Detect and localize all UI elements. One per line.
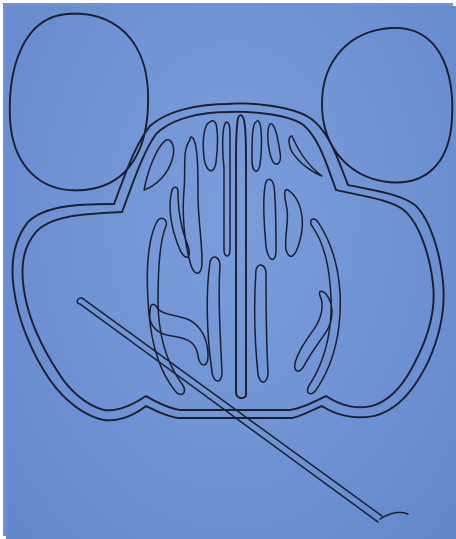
probe-tip (77, 298, 82, 304)
nasal-septum (236, 115, 246, 398)
right-inferior-meatus (255, 265, 268, 382)
probe-handle-curve (380, 512, 408, 519)
left-orbit (10, 14, 148, 191)
left-superior-turbinate (203, 121, 217, 171)
right-maxillary-sinus (308, 219, 341, 394)
right-superior-turbinate (252, 121, 262, 172)
right-orbit (322, 28, 452, 183)
nasal-cavity-inner-outline (23, 112, 434, 410)
left-middle-turbinate (183, 137, 202, 273)
left-inferior-meatus (207, 257, 222, 381)
nasal-cavity-outline (13, 104, 444, 421)
right-middle-turbinate (264, 179, 276, 259)
right-inferior-turbinate (295, 291, 332, 371)
right-superior-turbinate-2 (268, 124, 281, 164)
left-superior-turbinate-2 (223, 122, 230, 256)
right-ethmoid-lower (285, 190, 303, 257)
